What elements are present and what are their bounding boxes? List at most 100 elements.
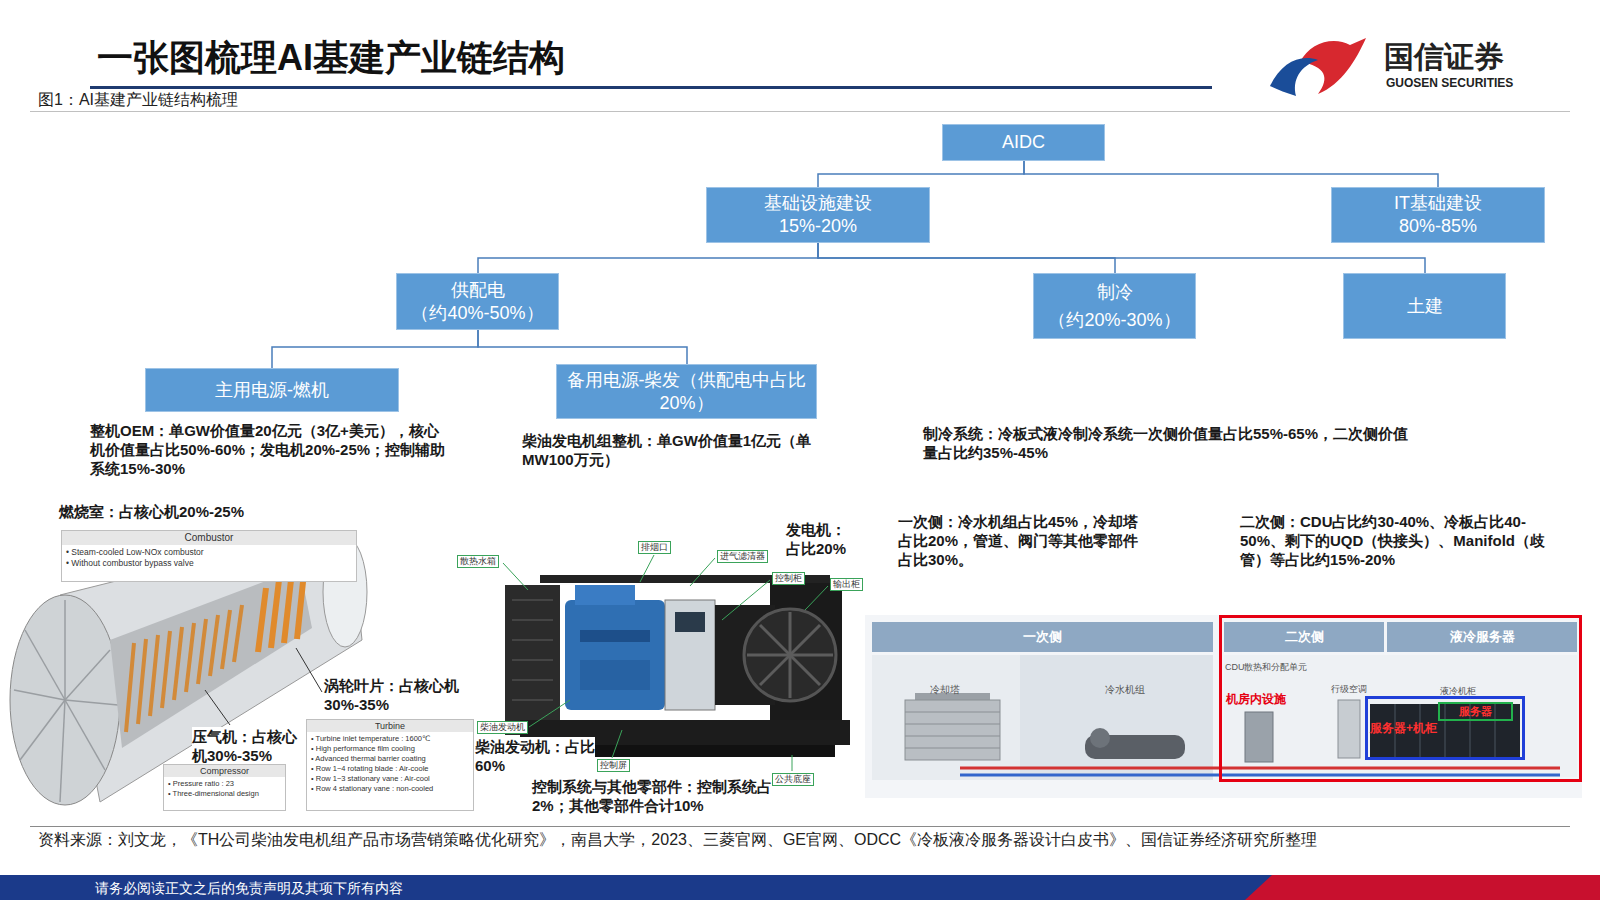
illustration-part (1495, 704, 1496, 757)
node-text: 控制屏 (600, 760, 627, 771)
illustration-part (110, 568, 312, 748)
value-note: 制冷系统：冷板式液冷制冷系统一次侧价值量占比55%-65%，二次侧价值量占比约3… (923, 424, 1423, 462)
node-text: （约40%-50%） (411, 302, 543, 325)
illustration-part (612, 730, 622, 758)
illustration-part (792, 755, 793, 771)
illustration-part (30, 111, 1570, 112)
node-text: 控制柜 (775, 573, 802, 584)
part-tag: 控制屏 (597, 759, 630, 772)
part-share: 一次侧：冷水机组占比45%，冷却塔占比20%，管道、阀门等其他零部件占比30%。 (898, 512, 1148, 569)
illustration-part (0, 875, 1600, 900)
illustration-part (760, 625, 820, 685)
equipment-name: 行级空调 (1331, 684, 1367, 695)
illustration-part (512, 679, 553, 681)
illustration-part (210, 615, 218, 676)
illustration-part (675, 612, 705, 632)
spec-heading: Turbine (307, 720, 473, 732)
illustration-part (722, 580, 770, 620)
illustration-part (512, 659, 553, 661)
node-text: • Row 1~4 rotating blade : Air-coole (307, 764, 473, 774)
part-tag: 公共底座 (772, 773, 814, 786)
figure-caption-slot: 图1：AI基建产业链结构梳理 (38, 91, 238, 109)
node-text: • Turbine inlet temperature : 1600℃ (307, 734, 473, 744)
illustration-part (512, 619, 553, 621)
part-tag: 散热水箱 (457, 555, 499, 568)
tree-connector (478, 243, 818, 273)
page-title-slot: 一张图梳理AI基建产业链结构 (97, 36, 565, 80)
node-text: 机房内设施 (1226, 691, 1286, 708)
node-text: • Row 4 stationary vane : non-cooled (307, 784, 473, 794)
header-band: 二次侧 (1224, 622, 1384, 652)
part-tag: 进气滤清器 (717, 550, 768, 563)
part-share-slot: 二次侧：CDU占比约30-40%、冷板占比40-50%、剩下的UQD（快接头）、… (1240, 512, 1550, 569)
illustration-part (20, 700, 65, 760)
category-box: AIDC (942, 124, 1105, 161)
illustration-part (186, 623, 194, 692)
illustration-part (14, 600, 118, 802)
node-text: 散热水箱 (460, 556, 496, 567)
node-text: （约20%-30%） (1048, 309, 1180, 332)
illustration-part (222, 610, 230, 669)
part-share: 控制系统与其他零部件：控制系统占2%；其他零部件合计10% (532, 777, 772, 815)
illustration-part (580, 630, 650, 642)
equipment-name: 液冷机柜 (1440, 686, 1476, 697)
equipment-name-slot: 冷却塔 (930, 684, 960, 696)
part-share: 涡轮叶片：占核心机30%-35% (324, 676, 484, 714)
equipment-name: CDU散热和分配单元 (1225, 662, 1308, 673)
illustration-part (234, 605, 242, 662)
illustration-part (960, 767, 1560, 770)
category-box: 土建 (1343, 273, 1506, 339)
equipment-name: 冷却塔 (930, 684, 960, 696)
illustration-part (512, 699, 553, 701)
category-box: 主用电源-燃机 (145, 368, 399, 412)
illustration-part (1338, 700, 1360, 758)
part-share-slot: 涡轮叶片：占核心机30%-35% (324, 676, 484, 714)
illustration-part (1445, 704, 1446, 757)
value-note-slot: 整机OEM：单GW价值量20亿元（3亿+美元），核心机价值量占比50%-60%；… (90, 421, 448, 478)
highlight-frame: 服务器+机柜服务器 (1365, 696, 1525, 760)
illustration-part (665, 600, 715, 710)
illustration-part (174, 627, 182, 700)
part-share: 二次侧：CDU占比约30-40%、冷板占比40-50%、剩下的UQD（快接头）、… (1240, 512, 1550, 569)
illustration-part (580, 660, 650, 690)
category-box: 制冷（约20%-30%） (1033, 273, 1196, 339)
illustration-part (25, 630, 65, 700)
logo-subtitle: GUOSEN SECURITIES (1386, 76, 1513, 90)
part-share-slot: 一次侧：冷水机组占比45%，冷却塔占比20%，管道、阀门等其他零部件占比30%。 (898, 512, 1148, 569)
node-text: • Row 1~3 stationary vane : Air-cool (307, 774, 473, 784)
illustration-part (14, 690, 65, 700)
illustration-part (1245, 712, 1273, 762)
illustration-part (905, 748, 1000, 749)
node-text: • Without combustor bypass valve (62, 558, 356, 569)
part-tag: 输出柜 (830, 578, 863, 591)
illustration-part (905, 724, 1000, 725)
equipment-name-slot: 冷水机组 (1105, 684, 1145, 696)
tree-connector (818, 243, 1425, 273)
page-frame (0, 86, 1600, 900)
illustration-part (503, 563, 528, 590)
equipment-name-slot: CDU散热和分配单元 (1225, 662, 1308, 673)
page-title: 一张图梳理AI基建产业链结构 (97, 36, 565, 80)
logo-name-slot: 国信证券 (1384, 40, 1504, 74)
spec-heading: Compressor (164, 765, 285, 777)
illustration-part (529, 700, 570, 727)
illustration-part (565, 600, 665, 710)
illustration-part (512, 599, 553, 601)
node-text: 供配电 (451, 279, 505, 302)
part-share-slot: 控制系统与其他零部件：控制系统占2%；其他零部件合计10% (532, 777, 772, 815)
illustration-part (1370, 704, 1520, 757)
part-share-slot: 燃烧室：占核心机20%-25% (59, 502, 299, 521)
illustration-part (805, 586, 828, 610)
illustration-part (872, 655, 1213, 780)
illustration-part (905, 712, 1000, 713)
source-note: 资料来源：刘文龙，《TH公司柴油发电机组产品市场营销策略优化研究》，南昌大学，2… (38, 829, 1573, 851)
node-text: • Steam-cooled Low-NOx combustor (62, 547, 356, 558)
disclaimer-slot: 请务必阅读正文之后的免责声明及其项下所有内容 (95, 879, 403, 897)
node-text: 主用电源-燃机 (215, 379, 329, 402)
part-share-slot: 发电机：占比20% (786, 520, 858, 558)
liquid-cooling-illustration (865, 615, 1582, 798)
illustration-part (865, 615, 1582, 798)
illustration-part (10, 595, 120, 805)
illustration-part (90, 86, 1212, 89)
illustration-part (126, 605, 242, 732)
